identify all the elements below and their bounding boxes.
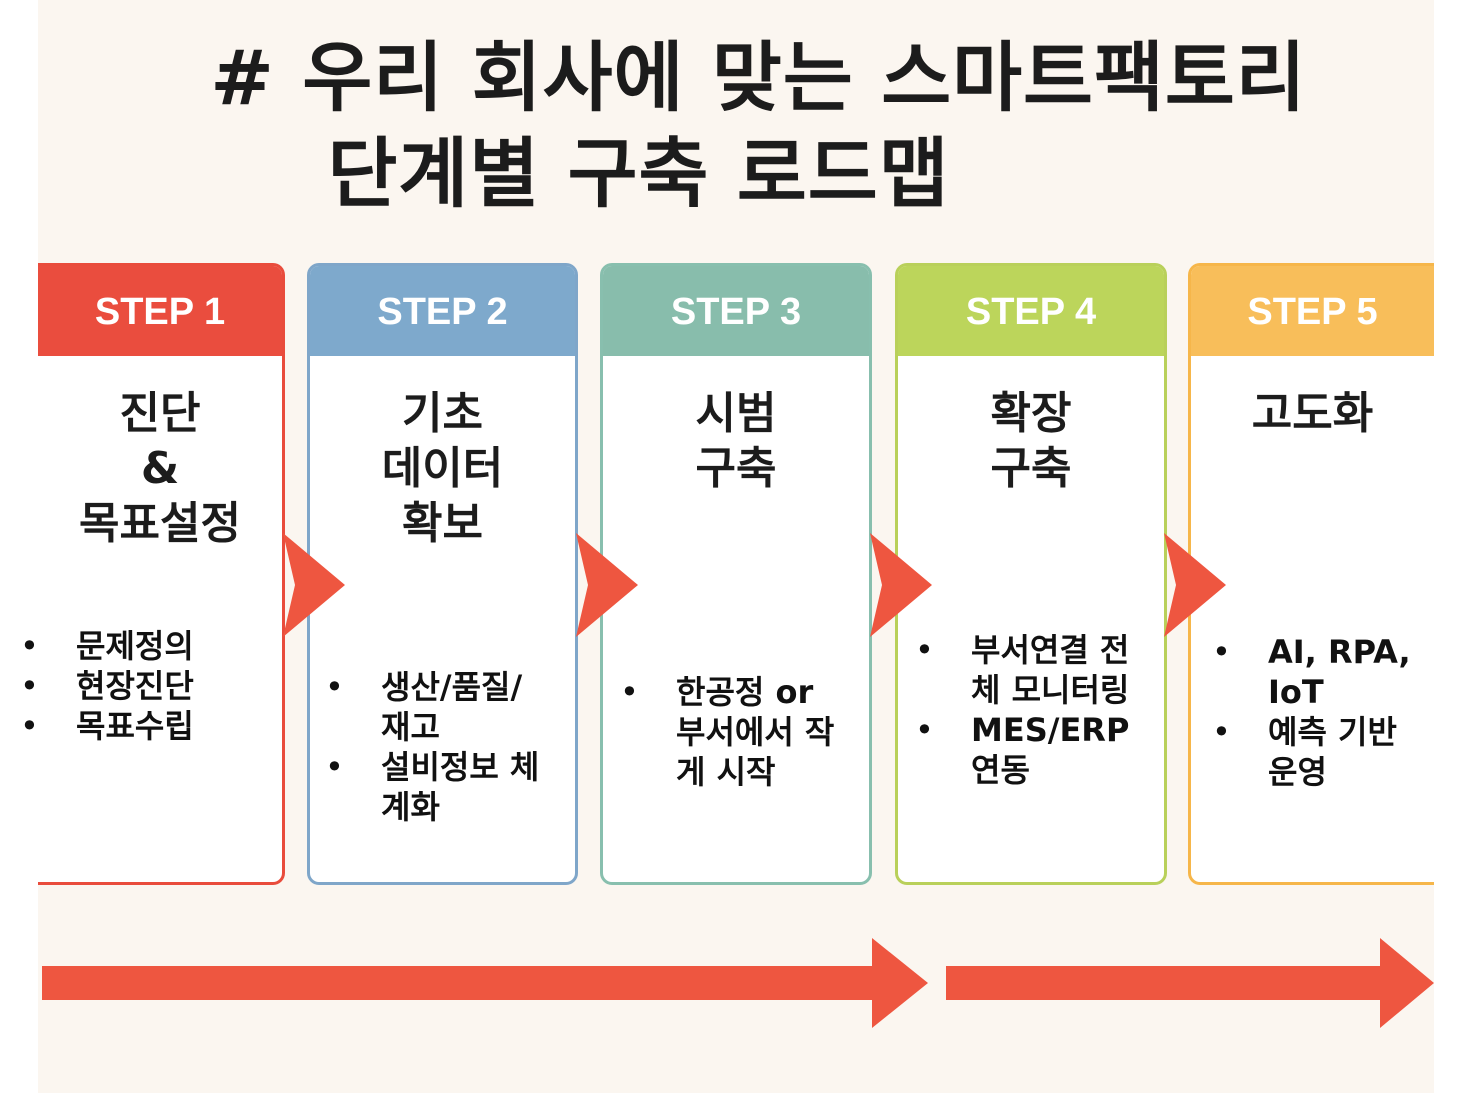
step-5-title-line: 고도화 bbox=[1251, 388, 1374, 439]
step-1-title-line: 목표설정 bbox=[79, 498, 241, 549]
page-title: # 우리 회사에 맞는 스마트팩토리 단계별 구축 로드맵 bbox=[0, 30, 1457, 222]
step-4-title: 확장 구축 bbox=[898, 386, 1164, 496]
step-2-bullets: 생산/품질/ 재고 설비정보 체계화 bbox=[325, 667, 550, 827]
step-4-bullets: 부서연결 전체 모니터링 MES/ERP 연동 bbox=[915, 630, 1130, 790]
chevron-right-icon bbox=[870, 533, 932, 637]
bullet-item: 설비정보 체계화 bbox=[325, 747, 550, 827]
title-line-1: # 우리 회사에 맞는 스마트팩토리 bbox=[210, 33, 1307, 122]
step-1-title-line: 진단 bbox=[119, 388, 201, 439]
step-4-title-line: 구축 bbox=[990, 443, 1072, 494]
chevron-right-icon bbox=[576, 533, 638, 637]
step-1-title-line: & bbox=[140, 443, 180, 494]
bullet-item: 생산/품질/ 재고 bbox=[325, 667, 550, 747]
progress-arrow-icon bbox=[946, 938, 1434, 1028]
step-3-header: STEP 3 bbox=[603, 266, 869, 356]
step-3-bullets: 한공정 or 부서에서 작게 시작 bbox=[620, 672, 835, 792]
step-3-title-line: 구축 bbox=[695, 443, 777, 494]
step-2-title-line: 기초 bbox=[402, 388, 483, 439]
title-line-2: 단계별 구축 로드맵 bbox=[327, 129, 950, 218]
step-5-header: STEP 5 bbox=[1191, 266, 1434, 356]
step-2-header: STEP 2 bbox=[310, 266, 575, 356]
bullet-item: 부서연결 전체 모니터링 bbox=[915, 630, 1130, 710]
step-2-title: 기초 데이터 확보 bbox=[310, 386, 575, 551]
step-3-title-line: 시범 bbox=[695, 388, 777, 439]
chevron-right-icon bbox=[1164, 533, 1226, 637]
step-5-bullets: AI, RPA, IoT 예측 기반 운영 bbox=[1212, 632, 1422, 792]
bullet-item: 현장진단 bbox=[20, 666, 260, 706]
step-1-header: STEP 1 bbox=[38, 266, 282, 356]
step-1-card: STEP 1 진단 & 목표설정 bbox=[38, 263, 285, 885]
step-1-bullets: 문제정의 현장진단 목표수립 bbox=[20, 626, 260, 746]
step-4-header: STEP 4 bbox=[898, 266, 1164, 356]
bullet-item: AI, RPA, IoT bbox=[1212, 632, 1422, 712]
step-5-title: 고도화 bbox=[1191, 386, 1434, 441]
bullet-item: 문제정의 bbox=[20, 626, 260, 666]
bullet-item: MES/ERP 연동 bbox=[915, 710, 1130, 790]
step-2-title-line: 데이터 bbox=[381, 443, 504, 494]
step-2-title-line: 확보 bbox=[402, 498, 483, 549]
bullet-item: 예측 기반 운영 bbox=[1212, 712, 1422, 792]
chevron-right-icon bbox=[283, 533, 345, 637]
step-1-title: 진단 & 목표설정 bbox=[38, 386, 282, 551]
step-4-card: STEP 4 확장 구축 bbox=[895, 263, 1167, 885]
step-3-title: 시범 구축 bbox=[603, 386, 869, 496]
step-4-title-line: 확장 bbox=[990, 388, 1072, 439]
progress-arrow-icon bbox=[42, 938, 928, 1028]
bullet-item: 목표수립 bbox=[20, 706, 260, 746]
bullet-item: 한공정 or 부서에서 작게 시작 bbox=[620, 672, 835, 792]
